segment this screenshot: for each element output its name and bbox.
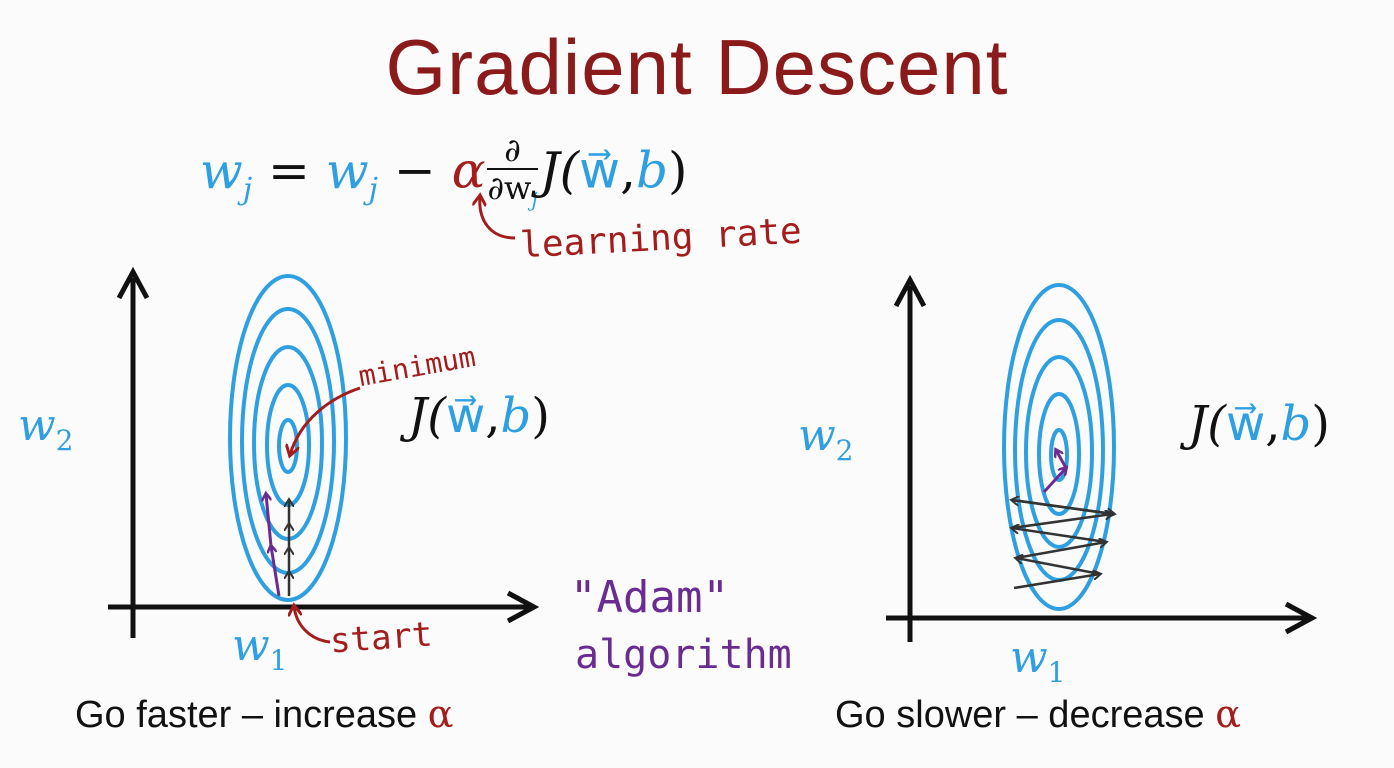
right-adam-arrow-1 — [1042, 468, 1066, 494]
formula-rhs-w-letter: w — [325, 141, 369, 200]
right-x-label-sub: 1 — [1047, 655, 1066, 689]
right-adam-arrows — [1042, 450, 1068, 494]
zigzag-arrow-1 — [1013, 574, 1100, 590]
left-func-w: w⃗ — [445, 388, 486, 444]
zigzag-arrow-3 — [1015, 542, 1106, 560]
learning-rate-pointer-arrow — [480, 196, 516, 240]
left-y-arrowhead — [116, 266, 150, 300]
left-contour-1 — [228, 274, 348, 602]
partial-den-sub: j — [531, 187, 538, 212]
formula-close-paren: ) — [667, 141, 688, 200]
right-contour-1 — [1002, 283, 1116, 611]
left-caption-text: Go faster – increase — [75, 694, 428, 736]
right-caption-alpha: α — [1215, 692, 1241, 736]
formula-equals: = — [268, 141, 310, 200]
right-x-arrowhead — [1284, 601, 1318, 635]
left-func-close: ) — [531, 388, 550, 444]
right-zigzag-arrows — [1011, 498, 1114, 590]
right-axes — [886, 274, 1318, 642]
left-func-comma: , — [485, 388, 501, 444]
formula-lhs-w: w — [200, 141, 243, 200]
right-func-J: J( — [1188, 396, 1226, 452]
adam-note-line1: "Adam" — [570, 572, 729, 623]
zigzag-arrow-5 — [1011, 514, 1112, 530]
right-func-b: b — [1280, 396, 1312, 452]
right-func-close: ) — [1311, 396, 1330, 452]
right-x-axis-label: w1 — [1010, 632, 1066, 689]
formula-J: J( — [539, 141, 580, 200]
left-y-label-sub: 2 — [55, 423, 74, 457]
left-x-label-letter: w — [232, 620, 270, 671]
zigzag-arrow-4 — [1012, 528, 1107, 544]
left-axes — [108, 266, 540, 638]
partial-numerator: ∂ — [487, 132, 538, 170]
zigzag-arrow-2 — [1016, 558, 1101, 576]
right-y-label-sub: 2 — [835, 433, 854, 467]
adam-arrow-1 — [271, 546, 281, 597]
formula-rhs-w: wj — [325, 141, 378, 207]
partial-den-text: ∂w — [487, 169, 532, 207]
right-contour-3 — [1024, 355, 1094, 549]
adam-note-line2: algorithm — [575, 632, 792, 678]
left-x-arrowhead — [506, 590, 540, 624]
right-x-label-letter: w — [1010, 632, 1048, 683]
right-func-comma: , — [1265, 396, 1281, 452]
left-y-label-letter: w — [18, 400, 56, 451]
formula-b: b — [635, 141, 668, 200]
left-x-label-sub: 1 — [269, 643, 288, 677]
formula-rhs-w-sub: j — [368, 171, 378, 207]
right-contours — [1002, 283, 1116, 611]
slide-title: Gradient Descent — [385, 23, 1009, 111]
right-adam-arrow-2 — [1056, 450, 1068, 469]
formula-minus: − — [393, 141, 436, 200]
right-contour-4 — [1037, 392, 1081, 516]
formula-w-vector: w⃗ — [579, 141, 621, 200]
formula-lhs-sub: j — [242, 171, 253, 207]
left-func-J: J( — [408, 388, 446, 444]
right-y-arrowhead — [893, 274, 927, 308]
right-caption-text: Go slower – decrease — [835, 694, 1216, 736]
formula-comma: , — [620, 141, 636, 200]
left-caption: Go faster – increase α — [75, 692, 453, 737]
start-pointer-arrow — [294, 606, 331, 644]
right-func-w: w⃗ — [1225, 396, 1266, 452]
left-x-axis-label: w1 — [232, 620, 288, 677]
right-caption: Go slower – decrease α — [835, 692, 1241, 737]
left-cost-function-label: J(w⃗,b) — [408, 388, 550, 444]
right-cost-function-label: J(w⃗,b) — [1188, 396, 1330, 452]
right-contour-5 — [1049, 428, 1069, 482]
minimum-pointer-arrow — [290, 386, 361, 455]
adam-arrow-2 — [266, 494, 273, 547]
partial-fraction: ∂∂wj — [487, 132, 538, 217]
formula-lhs: wj — [200, 141, 252, 207]
left-caption-alpha: α — [427, 692, 454, 736]
left-y-axis-label: w2 — [18, 400, 74, 457]
left-adam-arrows — [266, 494, 281, 597]
partial-denominator: ∂wj — [487, 170, 537, 217]
right-y-label-letter: w — [798, 410, 836, 461]
zigzag-arrow-7 — [1011, 498, 1114, 514]
left-contour-4 — [265, 383, 311, 507]
formula-alpha: α — [451, 141, 486, 200]
left-func-b: b — [500, 388, 532, 444]
right-y-axis-label: w2 — [798, 410, 854, 467]
